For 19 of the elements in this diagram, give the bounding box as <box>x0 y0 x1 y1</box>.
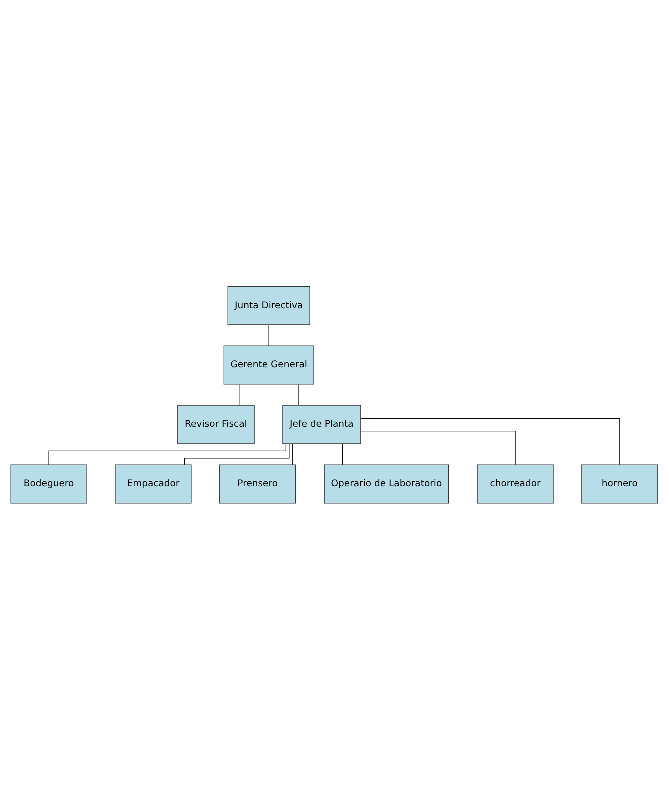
connector <box>360 430 516 465</box>
node-box: hornero <box>582 464 658 504</box>
node-box: Empacador <box>115 464 192 504</box>
connector <box>48 443 287 465</box>
node-box: Prensero <box>220 464 296 504</box>
node-box: Gerente General <box>224 345 314 384</box>
connector <box>360 418 620 465</box>
connector <box>298 384 299 406</box>
connector <box>268 324 270 346</box>
connector <box>239 384 240 406</box>
connector <box>184 443 290 465</box>
connector <box>292 443 293 465</box>
node-box: Jefe de Planta <box>282 404 362 444</box>
connector <box>342 443 344 465</box>
node-box: chorreador <box>477 464 554 504</box>
node-box: Operario de Laboratorio <box>324 464 450 504</box>
node-box: Bodeguero <box>10 464 88 504</box>
node-box: Junta Directiva <box>228 286 310 325</box>
node-box: Revisor Fiscal <box>178 404 255 444</box>
